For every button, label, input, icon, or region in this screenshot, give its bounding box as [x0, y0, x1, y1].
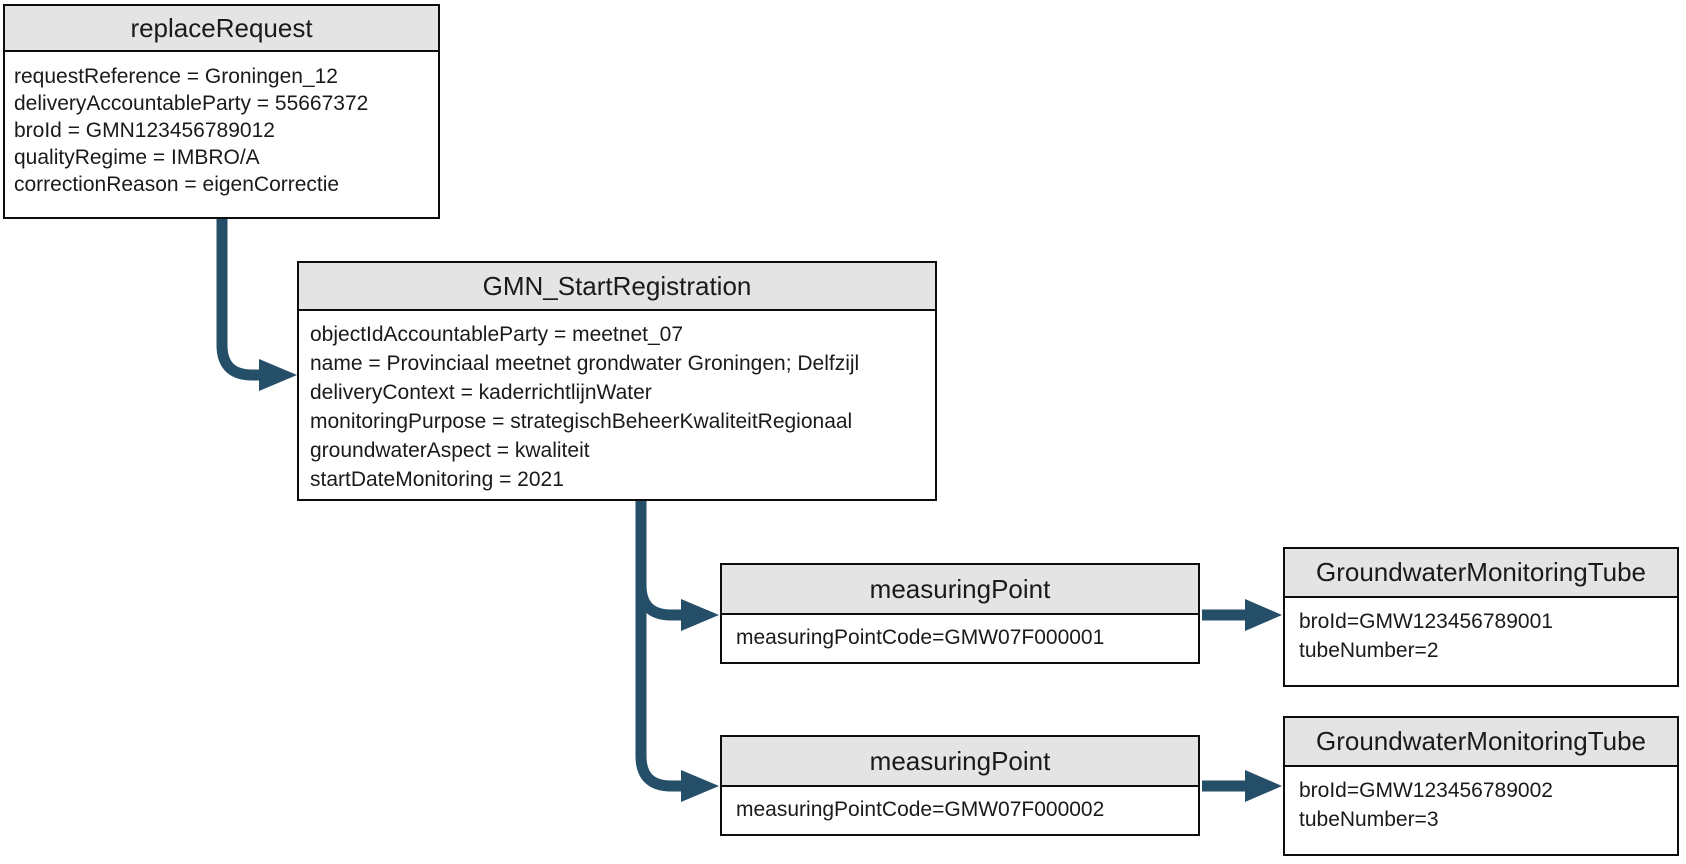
gmn-start-registration-attributes: objectIdAccountableParty = meetnet_07 na…: [299, 311, 935, 494]
connector-elbow-line: [216, 219, 259, 381]
measuring-point-1-title: measuringPoint: [722, 565, 1198, 615]
measuring-point-2-box: measuringPoint measuringPointCode=GMW07F…: [720, 735, 1200, 836]
groundwater-monitoring-tube-2-box: GroundwaterMonitoringTube broId=GMW12345…: [1283, 716, 1679, 856]
replace-request-title: replaceRequest: [5, 6, 438, 52]
attribute-line: tubeNumber=3: [1299, 808, 1439, 831]
arrowhead-right-icon: [1245, 770, 1282, 802]
attribute-line: objectIdAccountableParty = meetnet_07: [310, 323, 683, 346]
attribute-line: broId=GMW123456789001: [1299, 610, 1553, 633]
attribute-line: deliveryContext = kaderrichtlijnWater: [310, 381, 652, 404]
attribute-line: groundwaterAspect = kwaliteit: [310, 439, 590, 462]
measuring-point-1-box: measuringPoint measuringPointCode=GMW07F…: [720, 563, 1200, 664]
gmn-start-registration-box: GMN_StartRegistration objectIdAccountabl…: [297, 261, 937, 501]
attribute-line: tubeNumber=2: [1299, 639, 1439, 662]
attribute-line: measuringPointCode=GMW07F000002: [736, 798, 1105, 821]
attribute-line: name = Provinciaal meetnet grondwater Gr…: [310, 352, 860, 375]
connector-gmn-to-measuringpoint-2: [635, 501, 719, 802]
gmn-start-registration-title: GMN_StartRegistration: [299, 263, 935, 311]
arrowhead-right-icon: [1245, 599, 1282, 631]
groundwater-monitoring-tube-2-attributes: broId=GMW123456789002 tubeNumber=3: [1285, 767, 1677, 834]
attribute-line: startDateMonitoring = 2021: [310, 468, 564, 491]
attribute-line: deliveryAccountableParty = 55667372: [14, 92, 369, 115]
replace-request-attributes: requestReference = Groningen_12 delivery…: [5, 52, 438, 198]
attribute-line: correctionReason = eigenCorrectie: [14, 173, 340, 196]
attribute-line: requestReference = Groningen_12: [14, 65, 338, 88]
groundwater-monitoring-tube-1-box: GroundwaterMonitoringTube broId=GMW12345…: [1283, 547, 1679, 687]
arrowhead-right-icon: [259, 359, 297, 391]
groundwater-monitoring-tube-2-title: GroundwaterMonitoringTube: [1285, 718, 1677, 767]
connector-replacerequest-to-gmn: [216, 219, 297, 391]
measuring-point-1-attributes: measuringPointCode=GMW07F000001: [722, 615, 1198, 651]
connector-measuringpoint2-to-tube2: [1202, 770, 1282, 802]
arrowhead-right-icon: [681, 770, 719, 802]
connector-elbow-line: [635, 501, 681, 792]
attribute-line: measuringPointCode=GMW07F000001: [736, 626, 1105, 649]
arrowhead-right-icon: [681, 599, 719, 631]
attribute-line: broId=GMW123456789002: [1299, 779, 1553, 802]
groundwater-monitoring-tube-1-title: GroundwaterMonitoringTube: [1285, 549, 1677, 598]
attribute-line: qualityRegime = IMBRO/A: [14, 146, 260, 169]
replace-request-box: replaceRequest requestReference = Gronin…: [3, 4, 440, 219]
measuring-point-2-attributes: measuringPointCode=GMW07F000002: [722, 787, 1198, 823]
connector-measuringpoint1-to-tube1: [1202, 599, 1282, 631]
attribute-line: monitoringPurpose = strategischBeheerKwa…: [310, 410, 853, 433]
connector-elbow-line: [635, 501, 681, 621]
measuring-point-2-title: measuringPoint: [722, 737, 1198, 787]
attribute-line: broId = GMN123456789012: [14, 119, 275, 142]
connector-gmn-to-measuringpoint-1: [635, 501, 719, 631]
groundwater-monitoring-tube-1-attributes: broId=GMW123456789001 tubeNumber=2: [1285, 598, 1677, 665]
